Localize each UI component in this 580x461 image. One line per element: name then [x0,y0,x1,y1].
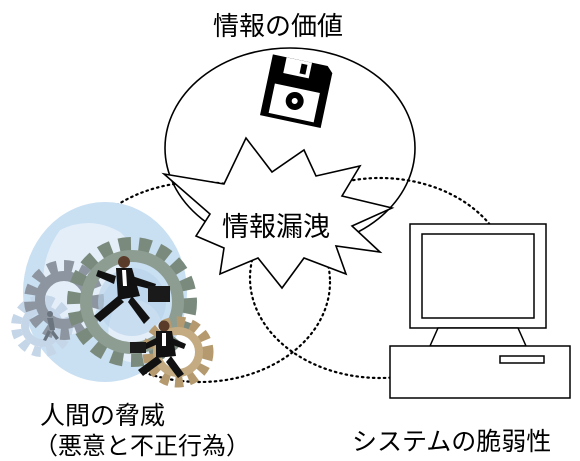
desktop-computer-icon [389,223,571,399]
businessman-2 [130,320,186,378]
drive-slot [499,355,545,364]
runner-small [43,311,59,341]
businessmen-on-gears-clipart [11,202,214,388]
info-value-label: 情報の価値 [213,12,344,42]
system-vulnerability-label: システムの脆弱性 [352,427,552,456]
human-threat-detail-label: （悪意と不正行為） [34,432,250,460]
monitor-screen [421,233,535,319]
info-leak-starburst [161,136,395,290]
monitor-stand [428,327,528,347]
businessman-1 [94,256,170,324]
computer-case [389,345,571,399]
info-leak-label: 情報漏洩 [222,212,330,243]
floppy-disk-icon [260,54,333,128]
human-threat-label: 人間の脅威 [40,401,166,430]
